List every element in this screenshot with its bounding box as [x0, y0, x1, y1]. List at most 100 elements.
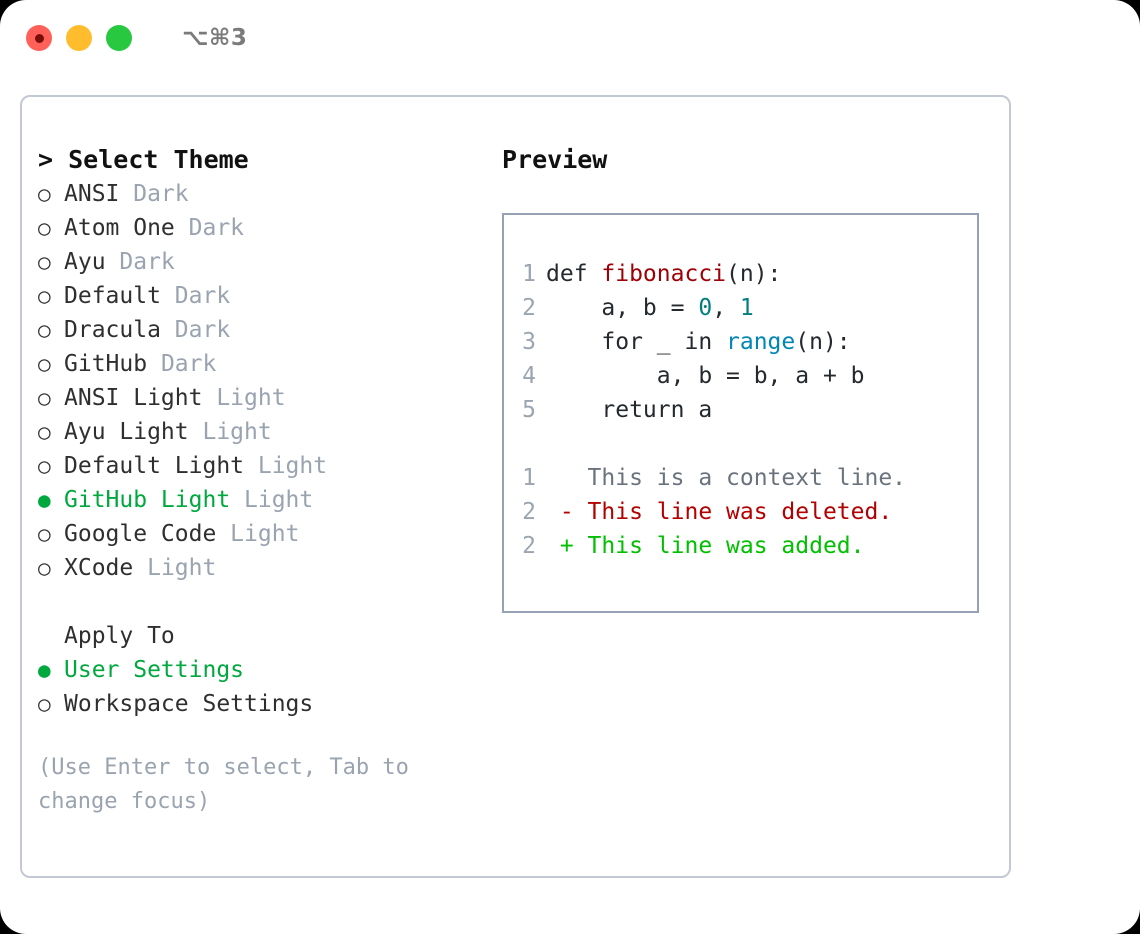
- theme-option-label: XCode: [64, 555, 134, 581]
- code-line-content: for _ in range(n):: [546, 325, 851, 359]
- radio-unselected-icon: ○: [38, 250, 51, 274]
- hint-spacer: [38, 721, 478, 751]
- theme-option-variant-badge: Light: [230, 487, 314, 513]
- title-bar: ⌥⌘3: [0, 0, 1140, 76]
- code-token-fn: fibonacci: [601, 261, 727, 287]
- theme-option-dracula[interactable]: ○Dracula Dark: [38, 313, 478, 347]
- close-button-icon[interactable]: [26, 25, 52, 51]
- radio-unselected-icon: ○: [38, 386, 51, 410]
- apply-to-option-label: Workspace Settings: [64, 691, 314, 717]
- radio-selected-icon: ●: [38, 658, 51, 682]
- diff-sample: 1 This is a context line.2 - This line w…: [504, 461, 977, 563]
- theme-option-xcode[interactable]: ○XCode Light: [38, 551, 478, 585]
- code-token-num: 0: [698, 295, 713, 321]
- theme-option-variant-badge: Dark: [160, 317, 231, 343]
- code-line: 4 a, b = b, a + b: [504, 359, 977, 393]
- code-line-content: a, b = b, a + b: [546, 359, 865, 393]
- theme-option-label: ANSI Light: [64, 385, 203, 411]
- select-theme-heading: > Select Theme: [38, 143, 478, 177]
- theme-option-ansi-light[interactable]: ○ ANSI Light Light: [38, 381, 478, 415]
- diff-line: 2 + This line was added.: [504, 529, 977, 563]
- diff-line-content-add: + This line was added.: [546, 533, 865, 559]
- apply-to-option-workspace-settings[interactable]: ○Workspace Settings: [38, 687, 478, 721]
- code-token-kw: for _ in: [546, 329, 727, 355]
- apply-to-option-label: User Settings: [64, 657, 245, 683]
- section-spacer: [38, 585, 478, 619]
- theme-option-default[interactable]: ○ Default Dark: [38, 279, 478, 313]
- zoom-button-icon[interactable]: [106, 25, 132, 51]
- theme-option-ansi[interactable]: ○ ANSI Dark: [38, 177, 478, 211]
- theme-option-variant-badge: Dark: [174, 215, 245, 241]
- code-token-plain: a, b =: [546, 295, 699, 321]
- theme-list: ○ANSI Dark○Atom One Dark○Ayu Dark○Defaul…: [38, 177, 478, 585]
- theme-option-variant-badge: Light: [216, 521, 300, 547]
- theme-option-github[interactable]: ○GitHub Dark: [38, 347, 478, 381]
- theme-option-label: Google Code: [64, 521, 217, 547]
- select-theme-heading-label: Select Theme: [68, 145, 249, 174]
- code-token-num: 1: [739, 295, 754, 321]
- code-token-plain: (n):: [726, 261, 782, 287]
- theme-option-atom-one[interactable]: ○Atom One Dark: [38, 211, 478, 245]
- keyboard-shortcut-label: ⌥⌘3: [182, 25, 248, 51]
- radio-unselected-icon: ○: [38, 284, 51, 308]
- line-number: 1: [522, 465, 536, 491]
- theme-option-variant-badge: Light: [188, 419, 272, 445]
- radio-selected-icon: ●: [38, 488, 51, 512]
- theme-option-label: Default Light: [64, 453, 245, 479]
- close-dot-icon: [34, 33, 44, 43]
- line-number: 2: [522, 533, 536, 559]
- apply-to-option-user-settings[interactable]: ● User Settings: [38, 653, 478, 687]
- code-token-plain: a, b = b, a + b: [546, 363, 865, 389]
- code-line: 3 for _ in range(n):: [504, 325, 977, 359]
- theme-option-variant-badge: Dark: [160, 283, 231, 309]
- preview-title: Preview: [502, 145, 608, 174]
- theme-option-google-code[interactable]: ○ Google Code Light: [38, 517, 478, 551]
- line-number: 4: [522, 363, 536, 389]
- diff-line-content-del: - This line was deleted.: [546, 499, 893, 525]
- line-number: 5: [522, 397, 536, 423]
- traffic-lights: [26, 25, 132, 51]
- diff-line: 2 - This line was deleted.: [504, 495, 977, 529]
- keyboard-hint-text: (Use Enter to select, Tab to change focu…: [38, 755, 423, 814]
- code-line-content: def fibonacci(n):: [546, 257, 781, 291]
- radio-unselected-icon: ○: [38, 522, 51, 546]
- apply-to-heading: Apply To: [64, 623, 175, 649]
- radio-unselected-icon: ○: [38, 318, 51, 342]
- code-token-plain: ,: [712, 295, 740, 321]
- line-number: 3: [522, 329, 536, 355]
- theme-option-ayu-light[interactable]: ○Ayu Light Light: [38, 415, 478, 449]
- diff-spacer: [504, 427, 977, 461]
- line-number: 2: [522, 295, 536, 321]
- theme-option-variant-badge: Dark: [147, 351, 217, 377]
- diff-line: 1 This is a context line.: [504, 461, 977, 495]
- theme-option-label: Ayu: [64, 249, 106, 275]
- code-token-call: range: [726, 329, 796, 355]
- code-token-plain: (n):: [795, 329, 851, 355]
- code-line: 5 return a: [504, 393, 977, 427]
- apply-to-list: ● User Settings ○Workspace Settings: [38, 653, 478, 721]
- diff-line-content-ctx: This is a context line.: [546, 465, 907, 491]
- theme-option-variant-badge: Dark: [119, 181, 189, 207]
- prompt-caret-icon: >: [38, 145, 69, 174]
- theme-option-label: Atom One: [64, 215, 175, 241]
- theme-option-label: GitHub: [64, 351, 148, 377]
- radio-unselected-icon: ○: [38, 556, 51, 580]
- theme-option-default-light[interactable]: ○Default Light Light: [38, 449, 478, 483]
- theme-option-ayu[interactable]: ○Ayu Dark: [38, 245, 478, 279]
- code-line: 2 a, b = 0, 1: [504, 291, 977, 325]
- code-token-kw: def: [546, 261, 602, 287]
- minimize-button-icon[interactable]: [66, 25, 92, 51]
- theme-option-label: Default: [64, 283, 161, 309]
- code-line-content: return a: [546, 393, 712, 427]
- radio-unselected-icon: ○: [38, 182, 51, 206]
- theme-option-variant-badge: Light: [244, 453, 328, 479]
- theme-option-label: ANSI: [64, 181, 120, 207]
- theme-option-variant-badge: Light: [202, 385, 286, 411]
- radio-unselected-icon: ○: [38, 420, 51, 444]
- theme-option-github-light[interactable]: ●GitHub Light Light: [38, 483, 478, 517]
- line-number: 2: [522, 499, 536, 525]
